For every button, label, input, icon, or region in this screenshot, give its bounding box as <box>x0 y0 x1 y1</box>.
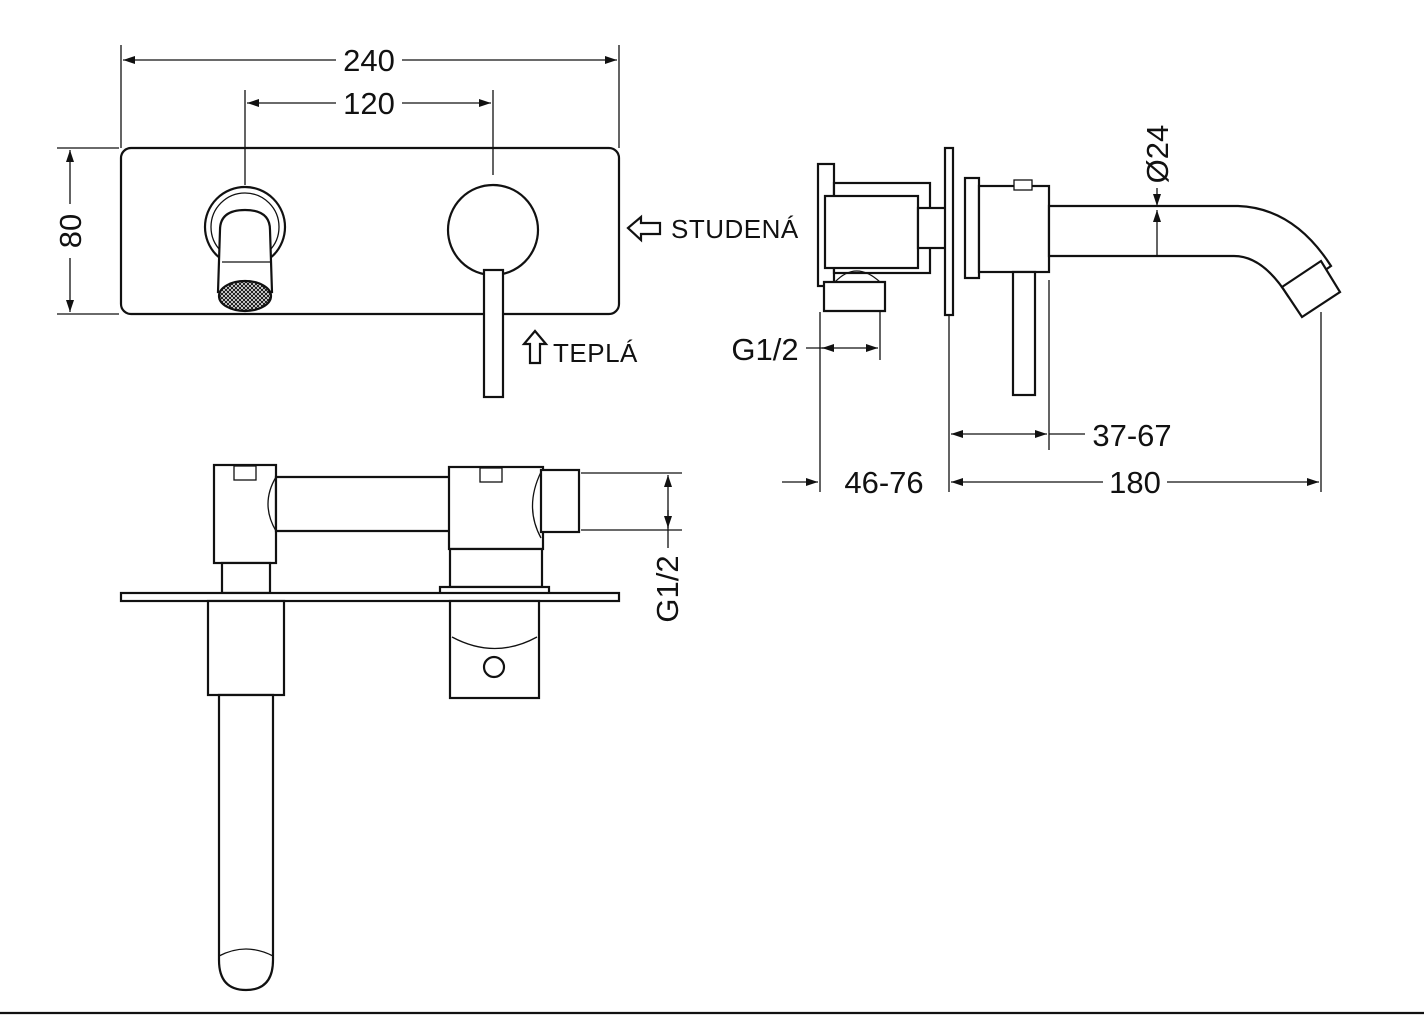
dimension-width-240: 240 <box>120 43 620 148</box>
hot-label-group: TEPLÁ <box>521 329 638 368</box>
label-cold: STUDENÁ <box>671 214 799 244</box>
dim-width-label: 240 <box>343 43 395 78</box>
dimension-thread-side: G1/2 <box>731 312 881 492</box>
dimension-thread-top: G1/2 <box>581 472 685 623</box>
top-handle-base <box>448 599 541 700</box>
dim-adjust-large-label: 46-76 <box>844 465 923 500</box>
dim-spacing-label: 120 <box>343 86 395 121</box>
side-view: Ø24 G1/2 37-67 46-76 180 <box>731 125 1342 500</box>
top-view: G1/2 <box>119 463 685 992</box>
dim-adjust-small-label: 37-67 <box>1092 418 1171 453</box>
dimension-adjust-small: 37-67 <box>951 418 1172 453</box>
top-wall-plate <box>119 591 621 603</box>
dimension-adjust-large: 46-76 <box>782 465 924 500</box>
side-spout <box>1047 204 1342 319</box>
spout-front <box>203 185 287 313</box>
side-mixer-body <box>963 176 1051 397</box>
arrow-up-icon <box>521 329 549 365</box>
wall-plate <box>119 146 621 316</box>
cold-label-group: STUDENÁ <box>626 214 799 244</box>
dim-thread-top-label: G1/2 <box>650 555 685 622</box>
side-inlet-body <box>816 162 948 313</box>
top-spout-head <box>212 463 278 595</box>
dim-thread-side-label: G1/2 <box>731 332 798 367</box>
top-mixer-head <box>438 465 581 599</box>
dimension-diameter: Ø24 <box>1140 125 1175 256</box>
side-wall-plate <box>943 146 955 317</box>
dimension-height-80: 80 <box>53 147 119 315</box>
label-hot: TEPLÁ <box>553 338 638 368</box>
dim-projection-label: 180 <box>1109 465 1161 500</box>
top-tube <box>267 475 461 533</box>
dim-diameter-label: Ø24 <box>1140 125 1175 184</box>
dim-height-label: 80 <box>53 214 88 248</box>
dimension-projection: 180 <box>951 465 1319 500</box>
arrow-left-icon <box>626 214 662 243</box>
mixer-handle-front <box>446 183 540 399</box>
dimension-spacing-120: 120 <box>244 86 494 185</box>
front-view: 240 120 80 <box>53 43 799 399</box>
top-spout-outlet <box>206 599 286 992</box>
